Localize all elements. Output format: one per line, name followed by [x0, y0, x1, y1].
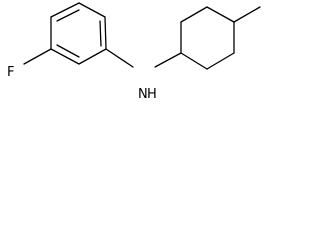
benzene-bond-5	[50, 48, 80, 65]
benzene-bond-3	[104, 16, 107, 50]
benzene-ring	[50, 2, 107, 65]
cyclohexane-ring	[180, 6, 235, 70]
fluoro-bond	[23, 48, 52, 65]
aryl-amine-bond	[105, 48, 134, 68]
benzene-bond-2	[78, 2, 106, 18]
benzene-double-bond-1	[56, 9, 80, 22]
methyl-bond	[233, 6, 261, 23]
benzene-bond-4	[78, 48, 107, 65]
cyclohexane-bond-6	[180, 52, 208, 70]
fluorine-label: F	[7, 65, 14, 80]
benzene-double-bond-2	[99, 20, 102, 47]
structure-canvas: F N H	[0, 0, 287, 102]
molecule-structure: F N H	[7, 2, 261, 102]
benzene-double-bond-3	[56, 44, 80, 58]
nitrogen-label: N	[138, 87, 148, 102]
hydrogen-label: H	[147, 87, 157, 102]
benzene-bond-1	[50, 2, 80, 18]
cyclohexane-bond-3	[206, 6, 235, 23]
cyclohexane-bond-5	[206, 52, 235, 70]
cyclohexane-bond-2	[180, 6, 208, 23]
amine-cyclohexyl-bond	[154, 52, 182, 68]
